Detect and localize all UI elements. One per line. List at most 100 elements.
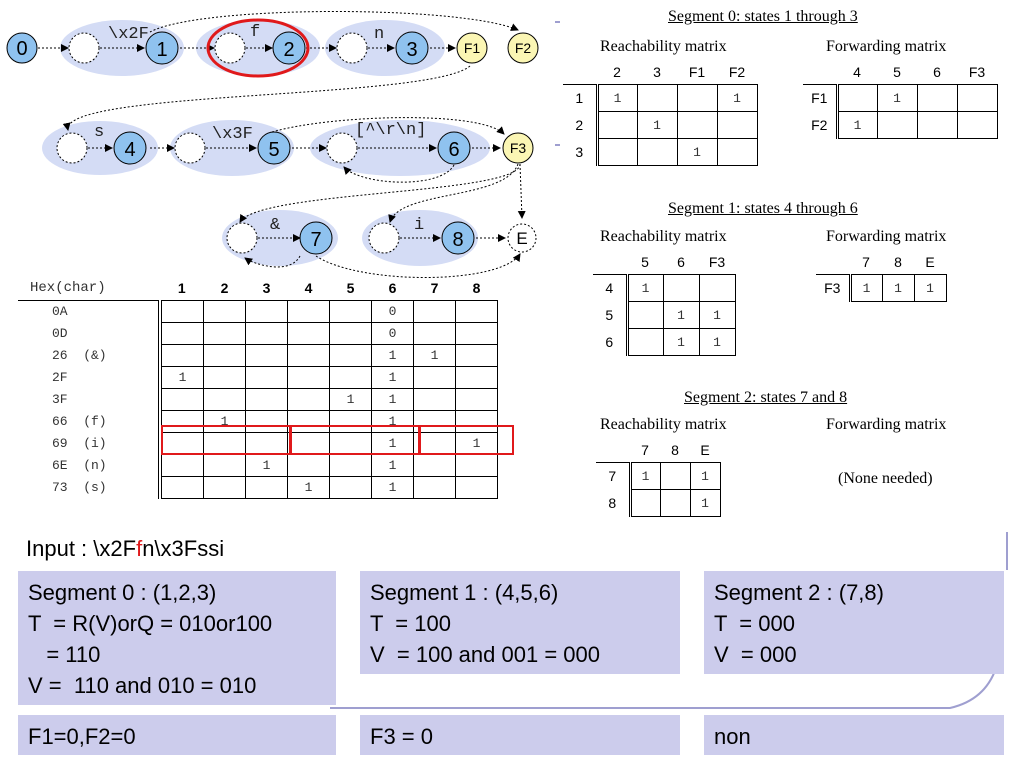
- matrix-cell: [625, 301, 664, 329]
- matrix-cell: 1: [876, 84, 918, 112]
- hex-cell: [455, 344, 498, 367]
- edge-label: f: [250, 23, 260, 42]
- matrix-col-header: 3: [637, 60, 677, 85]
- state-node-blank: [214, 32, 246, 64]
- node-label: 2: [283, 39, 294, 61]
- hex-row-label: 6E (n): [52, 458, 107, 473]
- matrix-cell: 1: [689, 489, 721, 517]
- state-node-2: [272, 31, 306, 65]
- matrix-col-header: F2: [717, 60, 757, 85]
- hex-cell: 1: [371, 344, 414, 367]
- state-node-8: [441, 221, 475, 255]
- hex-cell: [329, 344, 372, 367]
- matrix-cell: [676, 111, 718, 139]
- hex-cell: [203, 344, 246, 367]
- edge-label: i: [414, 216, 424, 235]
- hex-cell: 0: [371, 300, 414, 323]
- matrix-col-header: F3: [957, 60, 997, 85]
- hex-cell: [287, 388, 330, 411]
- hex-cell: [245, 322, 288, 345]
- hex-cell: [455, 300, 498, 323]
- hex-cell: [329, 322, 372, 345]
- result-box-segment-2: non: [704, 715, 1004, 755]
- matrix-title: Forwarding matrix: [826, 38, 947, 55]
- hex-cell: [413, 476, 456, 499]
- matrix-cell: [636, 84, 678, 112]
- matrix-col-header: 7: [630, 438, 660, 463]
- hex-col-header: 1: [160, 276, 204, 301]
- highlight-box: [161, 425, 291, 455]
- slide-connectors: [330, 21, 1008, 709]
- matrix-row-label: F1: [811, 90, 828, 107]
- segment-title: Segment 1: states 4 through 6: [668, 200, 858, 217]
- matrix-row-label: 1: [575, 90, 584, 107]
- hex-col-header: 4: [287, 276, 330, 301]
- hex-cell: [245, 366, 288, 389]
- hex-cell: [245, 344, 288, 367]
- state-node-blank: [174, 132, 206, 164]
- result-box-segment-1: F3 = 0: [360, 715, 680, 755]
- hex-cell: 1: [371, 454, 414, 477]
- matrix-cell: [676, 84, 718, 112]
- node-label: F1: [464, 40, 481, 56]
- hex-col-header: 3: [245, 276, 288, 301]
- matrix-cell: 1: [848, 274, 883, 302]
- hex-row-label: 66 (f): [52, 414, 107, 429]
- matrix-cell: 1: [689, 462, 721, 490]
- state-node-blank: [368, 222, 400, 254]
- hex-cell: [413, 322, 456, 345]
- calc-box-segment-1: Segment 1 : (4,5,6) T = 100 V = 100 and …: [360, 571, 680, 674]
- node-labels: 0 1 2 3 F1 F2 4 5 6 F3 7 8 E: [16, 38, 531, 251]
- matrix-cell: [916, 84, 958, 112]
- matrix-col-header: F1: [677, 60, 717, 85]
- hex-cell: [245, 476, 288, 499]
- matrix-cell: 1: [913, 274, 947, 302]
- matrix-corner: [563, 60, 597, 85]
- matrix-row-label: 5: [605, 307, 614, 323]
- calc-line: V = 110 and 010 = 010: [28, 673, 257, 698]
- hex-cell: 0: [371, 322, 414, 345]
- matrix-col-header: 5: [627, 250, 663, 275]
- hex-cell: [203, 388, 246, 411]
- matrix-cell: 1: [716, 84, 758, 112]
- matrix-title: Forwarding matrix: [826, 416, 947, 433]
- hex-cell: [245, 300, 288, 323]
- hex-cell: [158, 322, 204, 345]
- hex-cell: 1: [287, 476, 330, 499]
- state-node-6: [437, 131, 471, 165]
- state-node-F2: [507, 32, 539, 64]
- matrix-row-label: 2: [575, 117, 584, 133]
- hex-cell: [413, 366, 456, 389]
- edge-label: n: [374, 25, 384, 44]
- matrix-cell: 1: [881, 274, 915, 302]
- matrix-cell: [662, 274, 700, 302]
- matrix-row-label: 7: [608, 468, 617, 485]
- calc-line: T = 100: [370, 611, 451, 636]
- matrix-cell: [625, 328, 664, 356]
- state-node-blank: [68, 32, 100, 64]
- matrix-col-header: 8: [660, 438, 690, 463]
- calc-line: T = R(V)orQ = 010or100: [28, 611, 273, 636]
- node-label: 6: [448, 139, 459, 161]
- hex-cell: [203, 454, 246, 477]
- matrix-corner: [596, 438, 630, 463]
- state-node-7: [299, 221, 333, 255]
- matrix-cell: [716, 138, 758, 166]
- matrix-row-label: 3: [575, 144, 584, 160]
- matrix-row-label: 8: [608, 495, 617, 511]
- hex-header-label: Hex(char): [18, 276, 160, 301]
- matrix-col-header: 4: [837, 60, 877, 85]
